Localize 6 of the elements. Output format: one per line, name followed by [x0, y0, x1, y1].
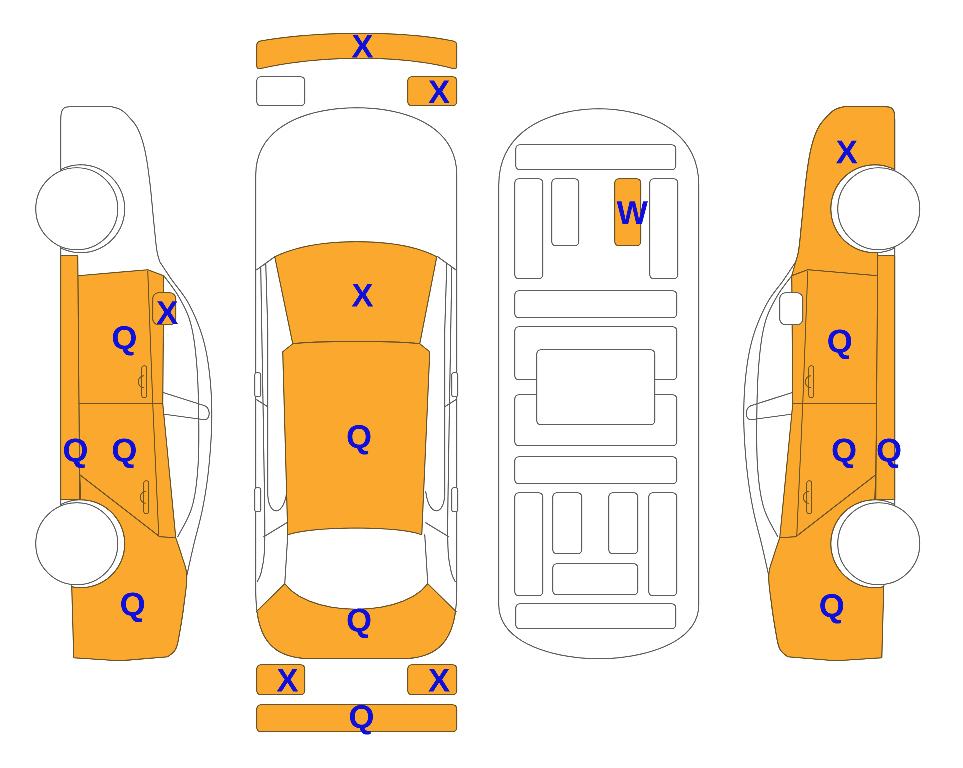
car-panel: X	[407, 664, 458, 696]
car-panel: Q	[256, 583, 458, 660]
car-panel: X	[256, 664, 306, 696]
car-panel: X	[256, 32, 458, 70]
car-panel: Q	[256, 704, 458, 735]
car-panel: X	[407, 76, 458, 107]
